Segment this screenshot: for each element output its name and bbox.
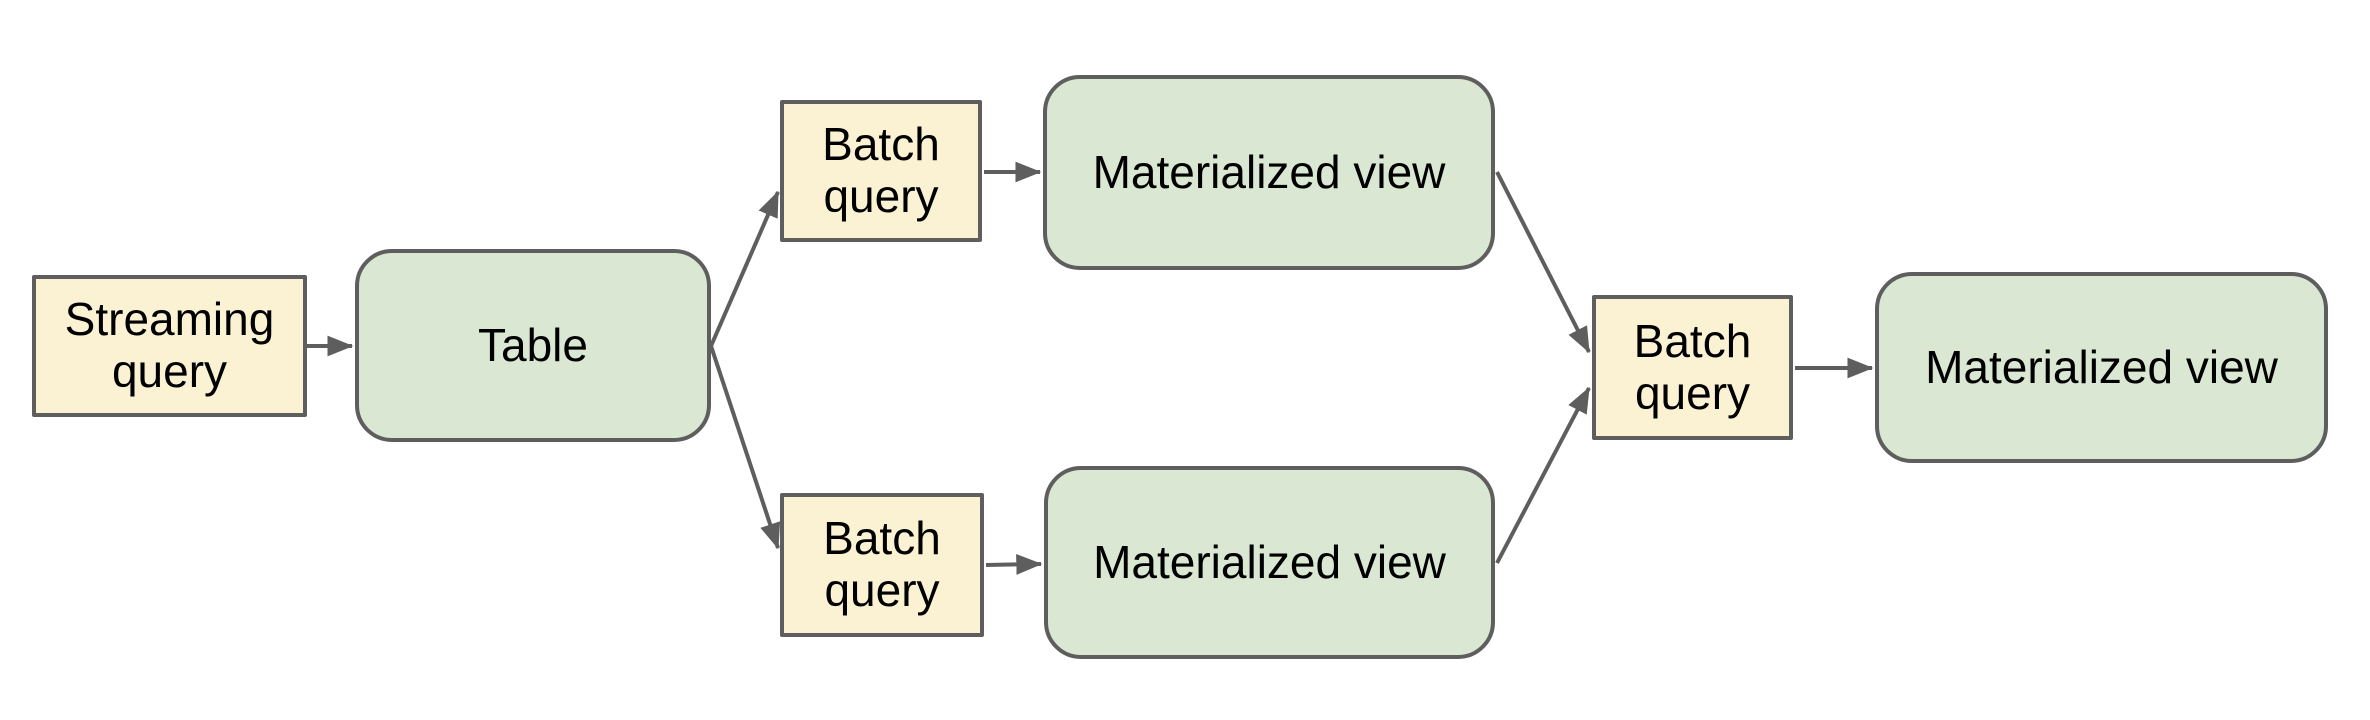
connector-materialized-view-bottom-to-batch-query-right bbox=[1495, 386, 1591, 564]
node-table: Table bbox=[355, 249, 711, 442]
node-streaming-query: Streaming query bbox=[32, 275, 307, 417]
node-materialized-view-bottom: Materialized view bbox=[1044, 466, 1495, 659]
node-materialized-view-top: Materialized view bbox=[1043, 75, 1495, 270]
connector-materialized-view-top-to-batch-query-right bbox=[1495, 171, 1591, 354]
node-batch-query-bottom-label: Batch query bbox=[823, 512, 941, 616]
node-batch-query-bottom: Batch query bbox=[780, 493, 984, 637]
node-materialized-view-final: Materialized view bbox=[1875, 272, 2328, 463]
node-materialized-view-bottom-label: Materialized view bbox=[1093, 535, 1446, 588]
node-batch-query-right-label: Batch query bbox=[1633, 314, 1752, 419]
node-batch-query-top: Batch query bbox=[780, 100, 982, 242]
connector-table-to-batch-query-top bbox=[709, 190, 780, 347]
node-table-label: Table bbox=[478, 318, 588, 371]
node-materialized-view-top-label: Materialized view bbox=[1092, 145, 1446, 198]
node-batch-query-right: Batch query bbox=[1592, 295, 1793, 440]
connector-table-to-batch-query-bottom bbox=[709, 345, 781, 550]
node-materialized-view-final-label: Materialized view bbox=[1925, 340, 2278, 393]
node-batch-query-top-label: Batch query bbox=[822, 118, 940, 222]
connector-batch-query-bottom-to-materialized-view-bottom bbox=[985, 554, 1043, 575]
node-streaming-query-label: Streaming query bbox=[64, 293, 275, 397]
